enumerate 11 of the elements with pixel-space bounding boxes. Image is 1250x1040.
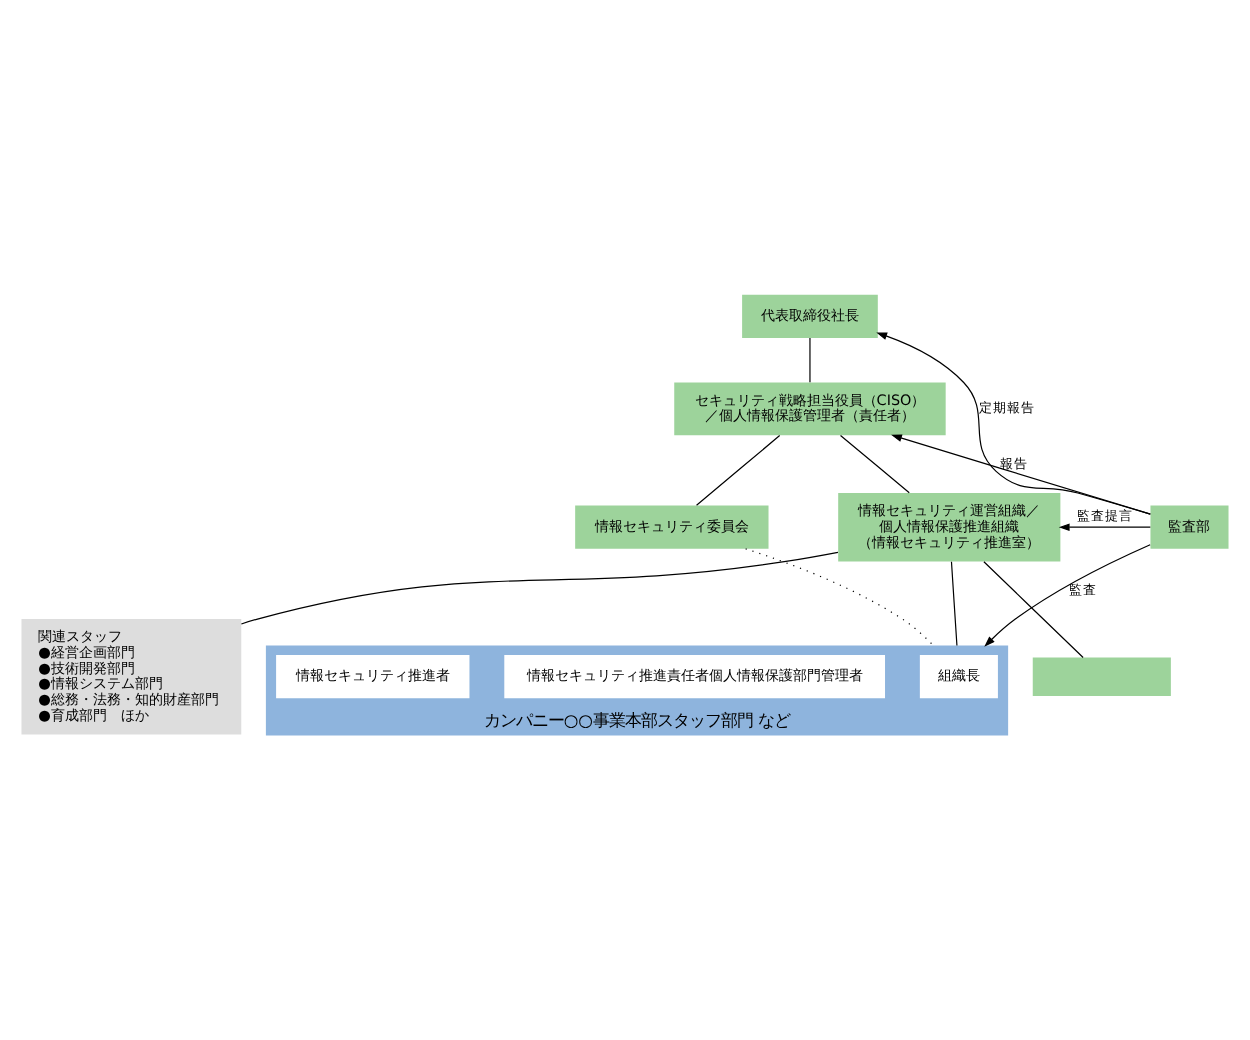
node-box (1032, 657, 1171, 696)
arrow (984, 544, 1151, 647)
connector (240, 551, 839, 625)
connector (695, 434, 781, 506)
arrow (891, 434, 1151, 515)
connector (745, 548, 934, 647)
connector (950, 561, 958, 647)
arrow (1058, 523, 1151, 531)
connector (839, 434, 910, 494)
connector (983, 561, 1084, 659)
arrow (876, 332, 1151, 515)
